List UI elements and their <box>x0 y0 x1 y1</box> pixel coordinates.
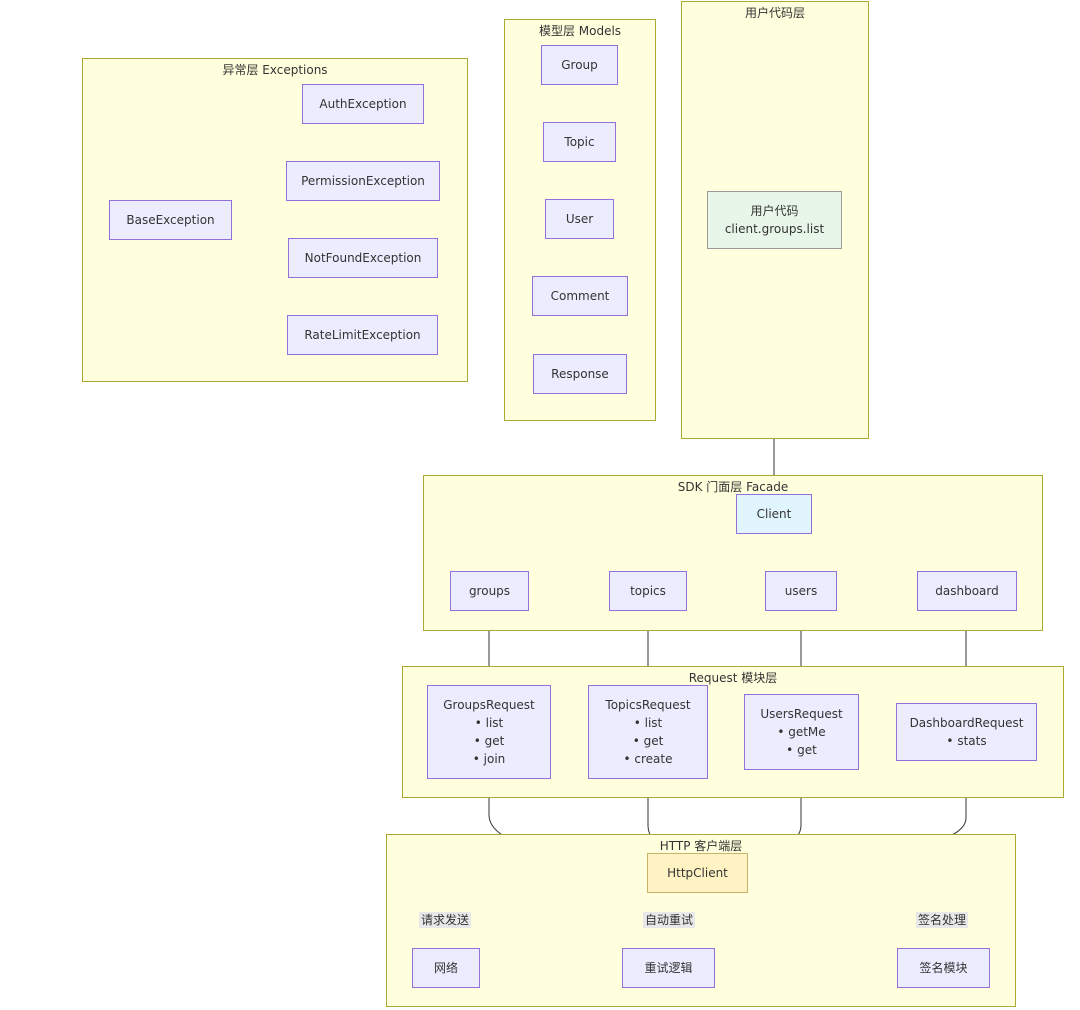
node-groups[interactable]: groups <box>450 571 529 611</box>
node-user-code[interactable]: 用户代码 client.groups.list <box>707 191 842 249</box>
node-client-label: Client <box>756 507 792 521</box>
node-topics-request[interactable]: TopicsRequest list get create <box>588 685 708 779</box>
node-auth-exception[interactable]: AuthException <box>302 84 424 124</box>
node-user[interactable]: User <box>545 199 614 239</box>
method-item: create <box>624 750 672 768</box>
node-base-exception[interactable]: BaseException <box>109 200 232 240</box>
node-users-request-methods: getMe get <box>777 723 825 759</box>
node-topics-request-title: TopicsRequest <box>605 698 691 712</box>
node-dashboard-request[interactable]: DashboardRequest stats <box>896 703 1037 761</box>
node-topic-label: Topic <box>564 135 595 149</box>
node-topics-request-methods: list get create <box>624 714 673 768</box>
node-signing-module-label: 签名模块 <box>919 961 968 975</box>
method-item: list <box>473 714 506 732</box>
node-topics[interactable]: topics <box>609 571 687 611</box>
node-user-label: User <box>565 212 594 226</box>
node-groups-request-methods: list get join <box>473 714 506 768</box>
node-signing-module[interactable]: 签名模块 <box>897 948 990 988</box>
node-users-request[interactable]: UsersRequest getMe get <box>744 694 859 770</box>
node-users-label: users <box>784 584 818 598</box>
node-group[interactable]: Group <box>541 45 618 85</box>
node-http-client[interactable]: HttpClient <box>647 853 748 893</box>
node-user-code-title: 用户代码 <box>750 204 799 218</box>
node-dashboard-label: dashboard <box>935 584 999 598</box>
node-auth-exception-label: AuthException <box>319 97 407 111</box>
node-comment[interactable]: Comment <box>532 276 628 316</box>
node-groups-request-title: GroupsRequest <box>443 698 535 712</box>
node-retry-logic-label: 重试逻辑 <box>644 961 693 975</box>
node-permission-exception[interactable]: PermissionException <box>286 161 440 201</box>
method-item: get <box>777 741 825 759</box>
method-item: getMe <box>777 723 825 741</box>
method-item: join <box>473 750 506 768</box>
edge-label-send-request: 请求发送 <box>418 912 472 928</box>
cluster-models-title: 模型层 Models <box>538 24 622 38</box>
node-rate-limit-exception-label: RateLimitException <box>304 328 421 342</box>
node-topic[interactable]: Topic <box>543 122 616 162</box>
cluster-exceptions-title: 异常层 Exceptions <box>222 63 328 77</box>
cluster-user-code-title: 用户代码层 <box>744 6 805 20</box>
node-http-client-label: HttpClient <box>667 866 728 880</box>
method-item: get <box>624 732 673 750</box>
edge-label-auto-retry: 自动重试 <box>642 912 696 928</box>
node-dashboard-request-title: DashboardRequest <box>909 716 1024 730</box>
node-base-exception-label: BaseException <box>126 213 215 227</box>
node-network[interactable]: 网络 <box>412 948 480 988</box>
node-dashboard[interactable]: dashboard <box>917 571 1017 611</box>
node-client[interactable]: Client <box>736 494 812 534</box>
node-group-label: Group <box>561 58 598 72</box>
node-network-label: 网络 <box>433 961 458 975</box>
node-response-label: Response <box>551 367 609 381</box>
node-retry-logic[interactable]: 重试逻辑 <box>622 948 715 988</box>
method-item: get <box>473 732 506 750</box>
node-comment-label: Comment <box>550 289 610 303</box>
node-not-found-exception-label: NotFoundException <box>304 251 422 265</box>
method-item: list <box>624 714 673 732</box>
cluster-request-title: Request 模块层 <box>688 671 778 685</box>
node-groups-label: groups <box>468 584 511 598</box>
node-topics-label: topics <box>630 584 666 598</box>
node-users-request-title: UsersRequest <box>760 707 843 721</box>
node-user-code-call: client.groups.list <box>724 222 825 236</box>
node-rate-limit-exception[interactable]: RateLimitException <box>287 315 438 355</box>
cluster-http-title: HTTP 客户端层 <box>659 839 743 853</box>
cluster-facade-title: SDK 门面层 Facade <box>677 480 789 494</box>
node-dashboard-request-methods: stats <box>946 732 986 750</box>
node-groups-request[interactable]: GroupsRequest list get join <box>427 685 551 779</box>
node-permission-exception-label: PermissionException <box>301 174 425 188</box>
node-not-found-exception[interactable]: NotFoundException <box>288 238 438 278</box>
method-item: stats <box>946 732 986 750</box>
node-response[interactable]: Response <box>533 354 627 394</box>
node-users[interactable]: users <box>765 571 837 611</box>
edge-label-signing: 签名处理 <box>915 912 969 928</box>
